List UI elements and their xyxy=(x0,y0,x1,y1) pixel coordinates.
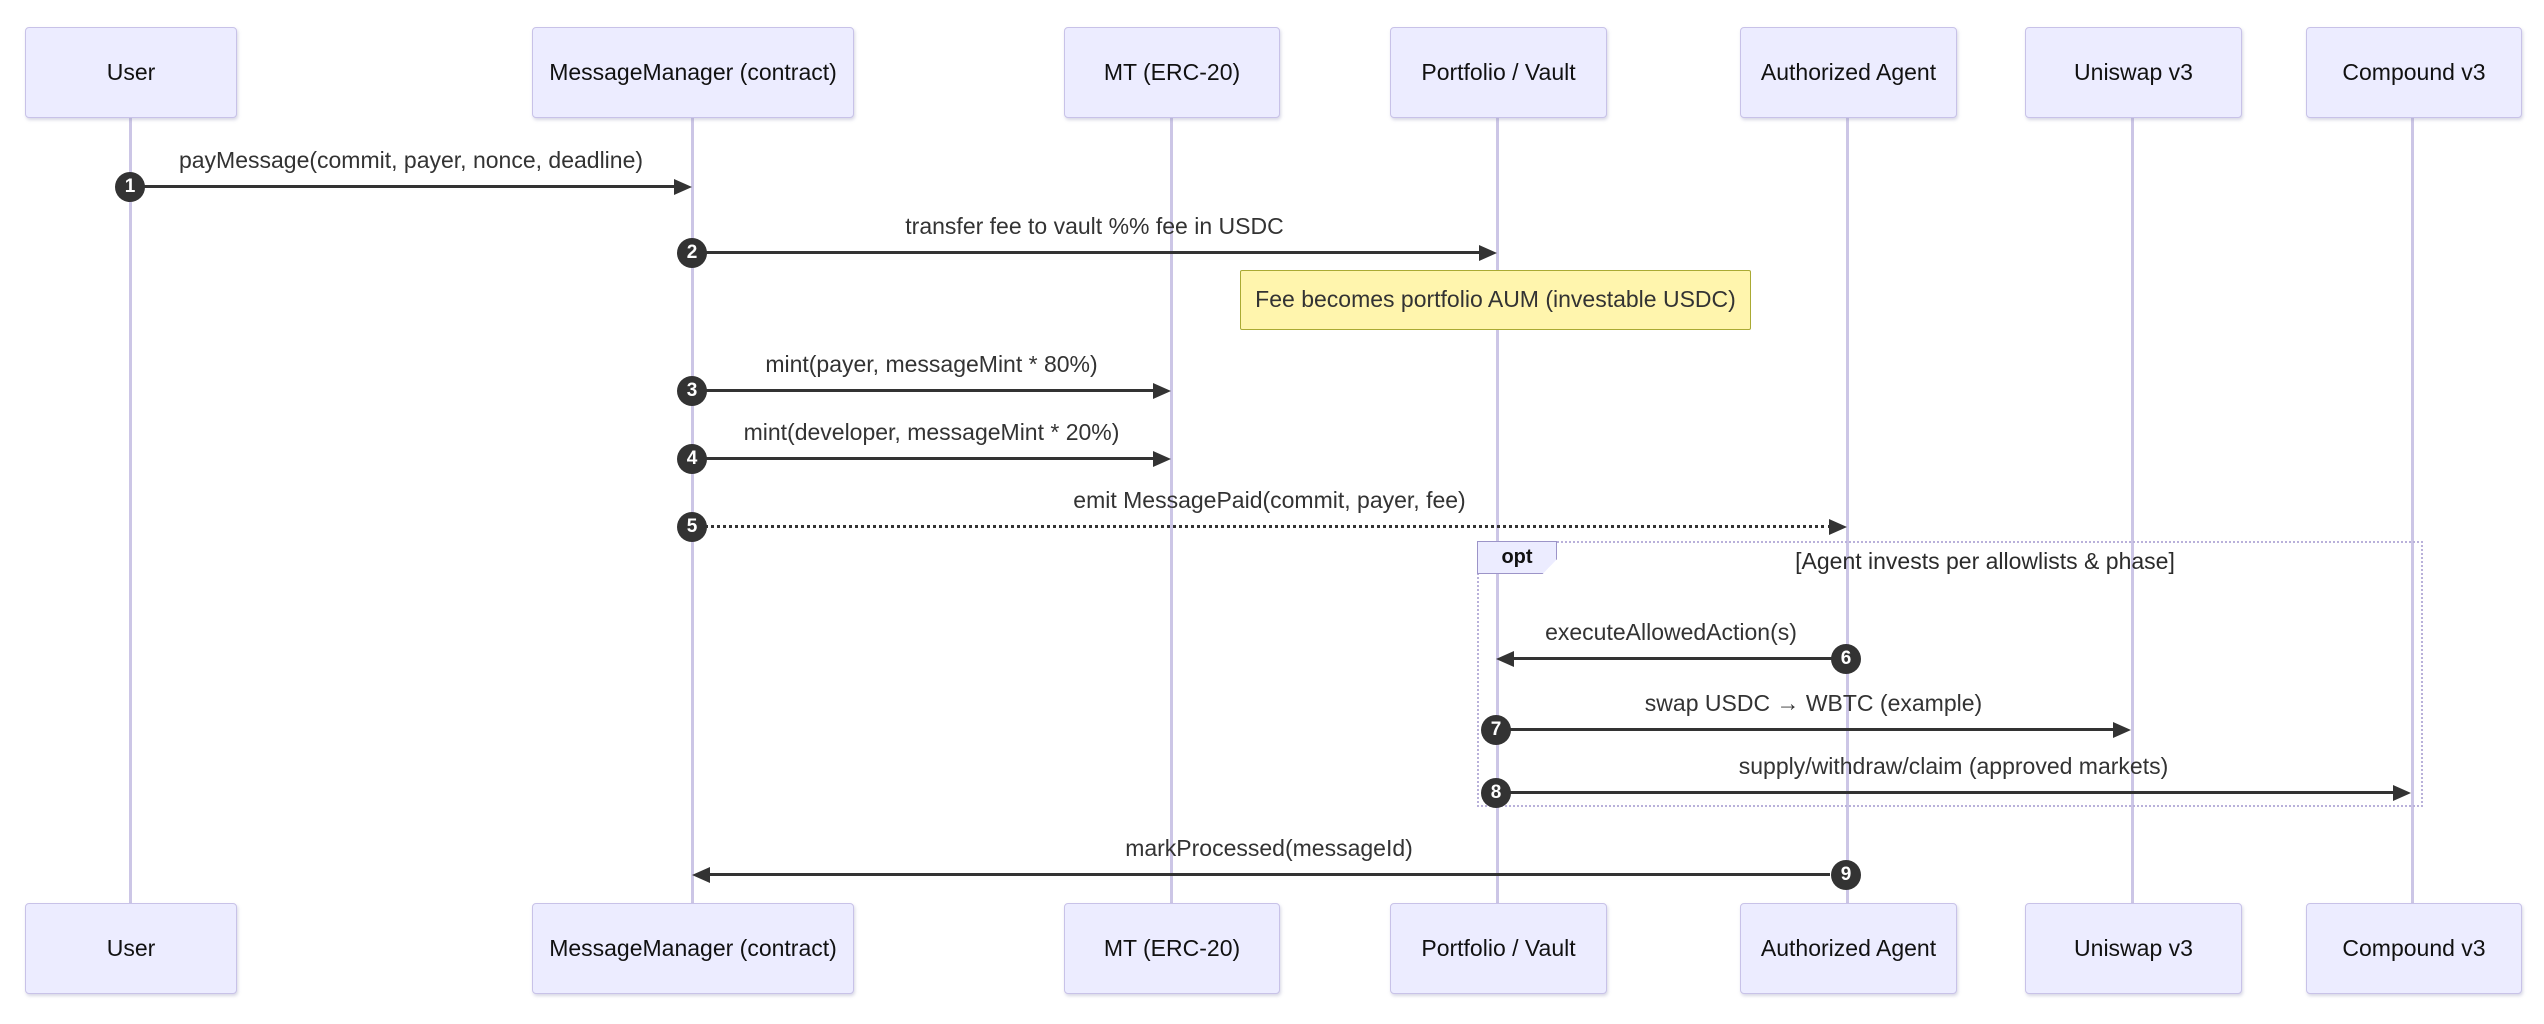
actor-top-uniswap-v3: Uniswap v3 xyxy=(2025,27,2242,118)
message-5-line xyxy=(692,525,1831,528)
message-3-label: mint(payer, messageMint * 80%) xyxy=(765,351,1098,377)
message-1-line xyxy=(130,185,676,188)
lifeline-mt-erc20 xyxy=(1170,118,1173,903)
message-8-number: 8 xyxy=(1481,778,1511,808)
actor-top-portfolio-vault: Portfolio / Vault xyxy=(1390,27,1607,118)
message-2-number: 2 xyxy=(677,238,707,268)
message-3-number: 3 xyxy=(677,376,707,406)
message-7-arrowhead-icon xyxy=(2113,722,2131,738)
lifeline-authorized-agent xyxy=(1846,118,1849,903)
message-2-label: transfer fee to vault %% fee in USDC xyxy=(905,213,1284,239)
actor-bottom-uniswap-v3: Uniswap v3 xyxy=(2025,903,2242,994)
lifeline-uniswap-v3 xyxy=(2131,118,2134,903)
message-4-line xyxy=(692,457,1155,460)
message-8-line xyxy=(1496,791,2395,794)
note-fee-aum: Fee becomes portfolio AUM (investable US… xyxy=(1240,270,1751,330)
message-5-label: emit MessagePaid(commit, payer, fee) xyxy=(1073,487,1466,513)
actor-top-user: User xyxy=(25,27,237,118)
message-8-label: supply/withdraw/claim (approved markets) xyxy=(1738,753,2169,779)
actor-bottom-messagemanager: MessageManager (contract) xyxy=(532,903,854,994)
opt-fragment-frame xyxy=(1477,541,2423,807)
message-8-arrowhead-icon xyxy=(2393,785,2411,801)
message-3-arrowhead-icon xyxy=(1153,383,1171,399)
lifeline-compound-v3 xyxy=(2411,118,2414,903)
opt-fragment-guard: [Agent invests per allowlists & phase] xyxy=(1795,548,2175,574)
message-5-number: 5 xyxy=(677,512,707,542)
message-4-label: mint(developer, messageMint * 20%) xyxy=(743,419,1120,445)
lifeline-messagemanager xyxy=(691,118,694,903)
message-1-number: 1 xyxy=(115,172,145,202)
actor-bottom-mt-erc20: MT (ERC-20) xyxy=(1064,903,1280,994)
actor-bottom-user: User xyxy=(25,903,237,994)
message-1-label: payMessage(commit, payer, nonce, deadlin… xyxy=(178,147,644,173)
message-9-arrowhead-icon xyxy=(692,867,710,883)
message-6-number: 6 xyxy=(1831,644,1861,674)
actor-bottom-compound-v3: Compound v3 xyxy=(2306,903,2522,994)
message-9-line xyxy=(708,873,1830,876)
message-7-line xyxy=(1496,728,2115,731)
message-3-line xyxy=(692,389,1155,392)
actor-top-compound-v3: Compound v3 xyxy=(2306,27,2522,118)
message-9-label: markProcessed(messageId) xyxy=(1125,835,1413,861)
message-4-arrowhead-icon xyxy=(1153,451,1171,467)
actor-top-authorized-agent: Authorized Agent xyxy=(1740,27,1957,118)
opt-fragment-label: opt xyxy=(1477,541,1557,574)
message-2-line xyxy=(692,251,1481,254)
message-5-arrowhead-icon xyxy=(1829,519,1847,535)
actor-top-mt-erc20: MT (ERC-20) xyxy=(1064,27,1280,118)
message-6-line xyxy=(1512,657,1846,660)
message-6-label: executeAllowedAction(s) xyxy=(1545,619,1797,645)
message-1-arrowhead-icon xyxy=(674,179,692,195)
actor-bottom-authorized-agent: Authorized Agent xyxy=(1740,903,1957,994)
message-7-number: 7 xyxy=(1481,715,1511,745)
message-6-arrowhead-icon xyxy=(1496,651,1514,667)
message-2-arrowhead-icon xyxy=(1479,245,1497,261)
message-9-number: 9 xyxy=(1831,860,1861,890)
message-4-number: 4 xyxy=(677,444,707,474)
message-7-label: swap USDC → WBTC (example) xyxy=(1644,690,1983,716)
lifeline-portfolio-vault xyxy=(1496,118,1499,903)
actor-top-messagemanager: MessageManager (contract) xyxy=(532,27,854,118)
lifeline-user xyxy=(129,118,132,903)
actor-bottom-portfolio-vault: Portfolio / Vault xyxy=(1390,903,1607,994)
